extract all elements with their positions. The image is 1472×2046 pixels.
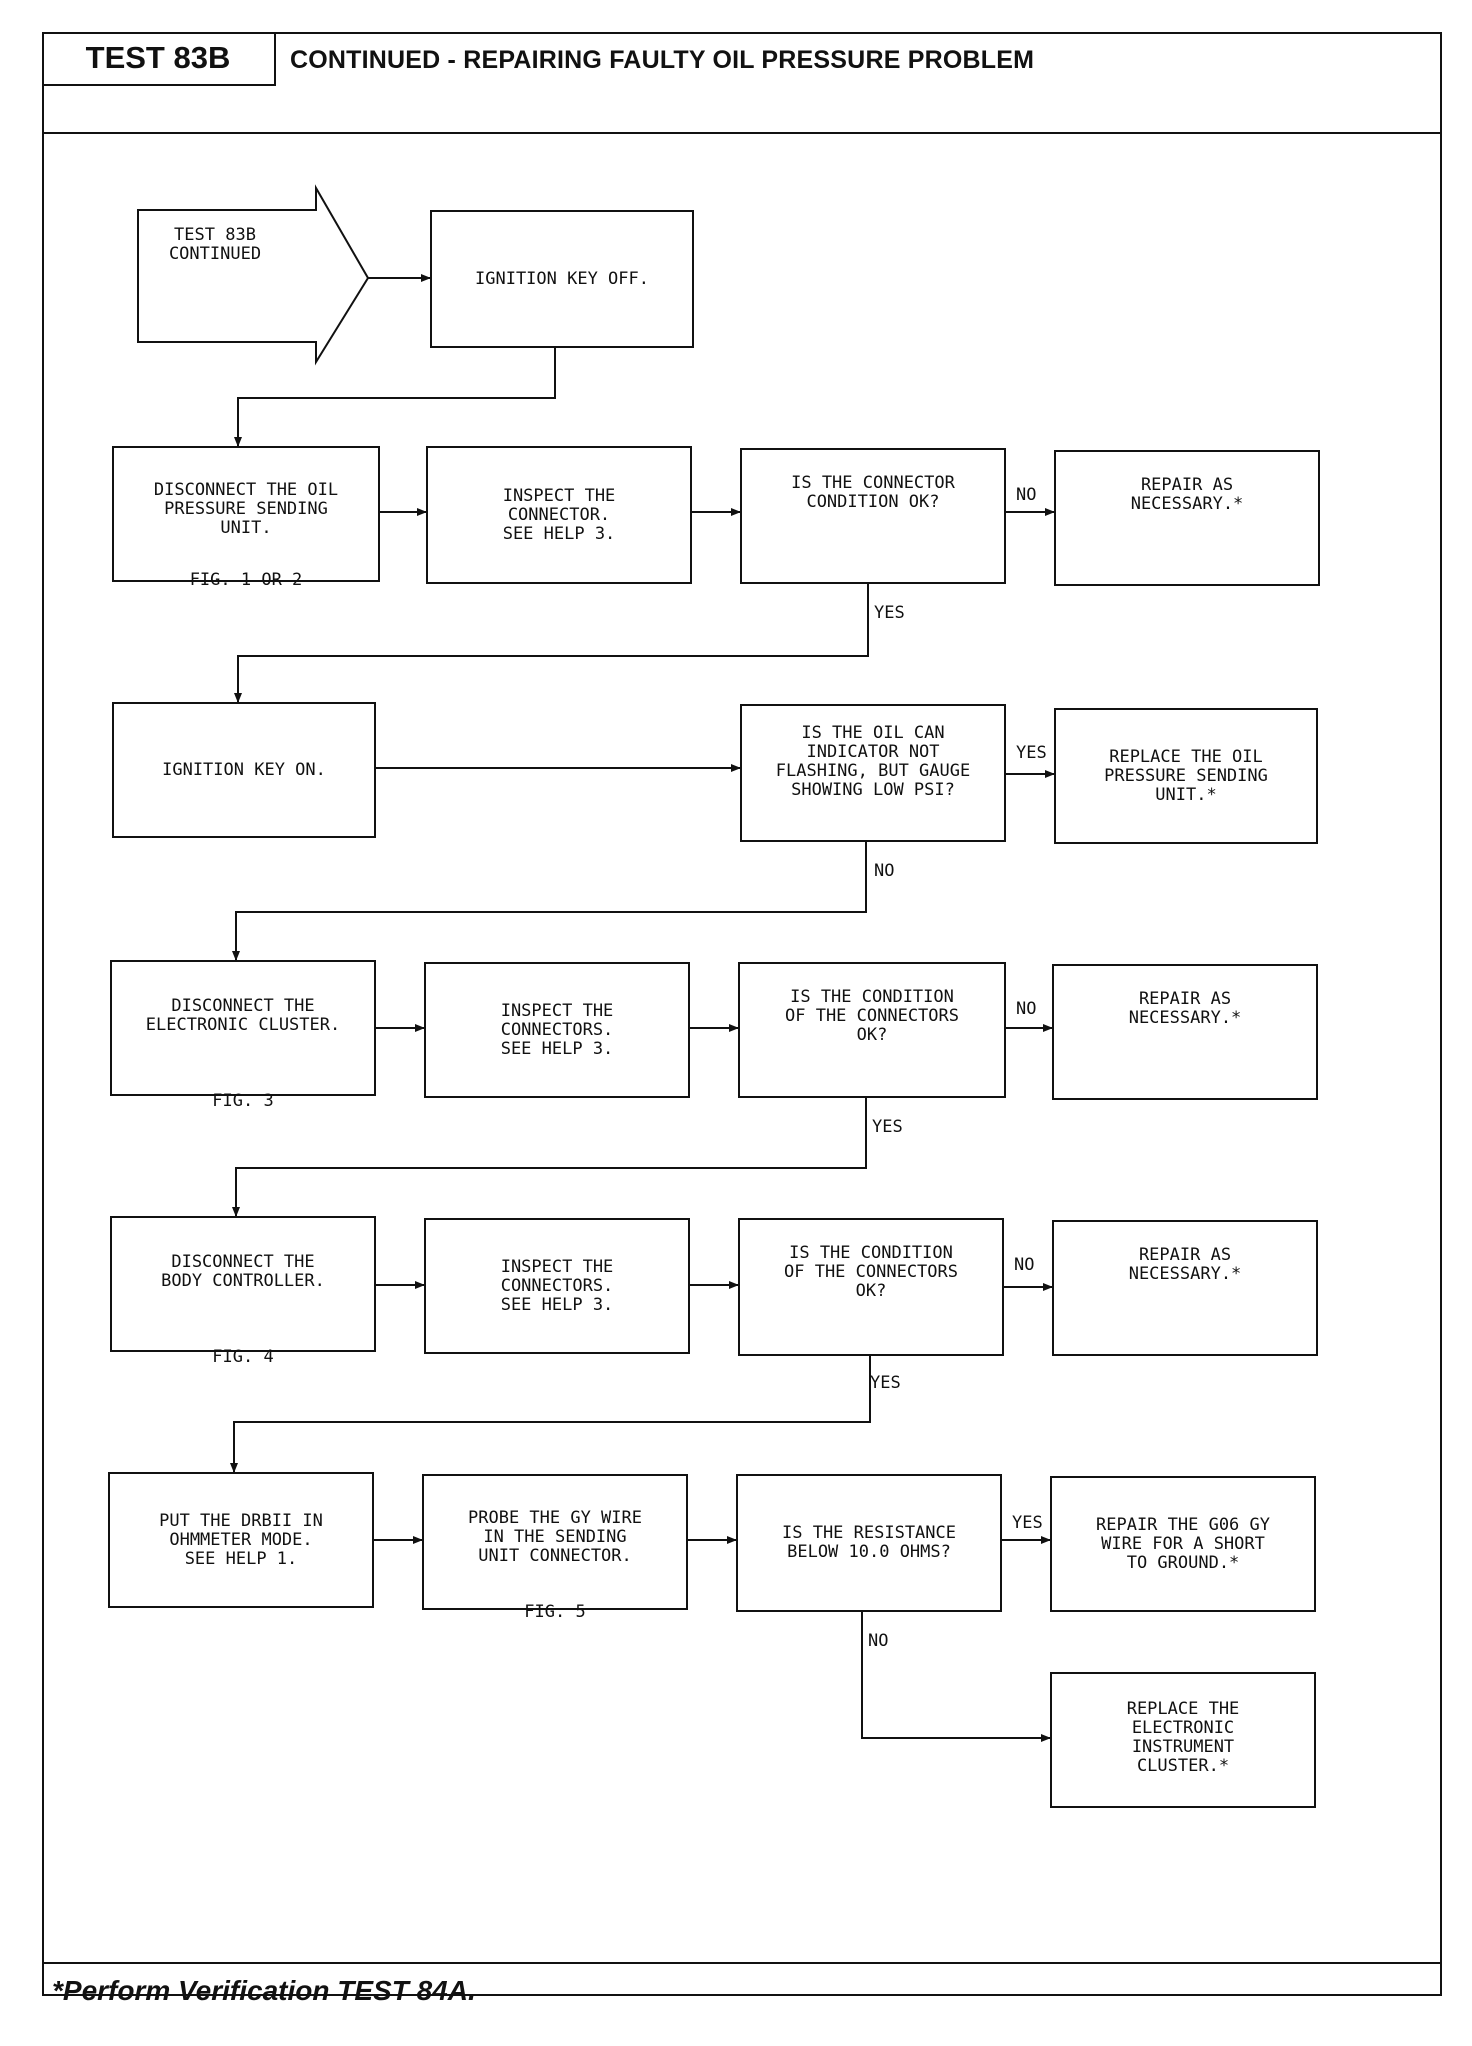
decision-connectors-ok: IS THE CONDITION OF THE CONNECTORS OK? xyxy=(738,962,1006,1098)
action-replace-instrument-cluster: REPLACE THE ELECTRONIC INSTRUMENT CLUSTE… xyxy=(1050,1672,1316,1808)
branch-no-label: NO xyxy=(874,861,895,881)
branch-yes-label: YES xyxy=(872,1117,903,1137)
test-number: TEST 83B xyxy=(42,32,276,86)
decision-resistance-below: IS THE RESISTANCE BELOW 10.0 OHMS? xyxy=(736,1474,1002,1612)
step-inspect-connector: INSPECT THE CONNECTOR. SEE HELP 3. xyxy=(426,446,692,584)
footer-note: *Perform Verification TEST 84A. xyxy=(52,1975,476,2006)
figure-ref: FIG. 5 xyxy=(524,1602,586,1622)
step-inspect-connectors: INSPECT THE CONNECTORS. SEE HELP 3. xyxy=(424,962,690,1098)
figure-ref: FIG. 3 xyxy=(212,1091,274,1111)
start-label: TEST 83B CONTINUED xyxy=(168,225,262,264)
step-ignition-on: IGNITION KEY ON. xyxy=(112,702,376,838)
branch-yes-label: YES xyxy=(874,603,905,623)
start-arrow-shape xyxy=(137,184,370,366)
header-divider xyxy=(42,132,1442,134)
action-repair-as-necessary: REPAIR AS NECESSARY.* xyxy=(1052,964,1318,1100)
page-frame xyxy=(42,32,1442,1996)
step-disconnect-sending-unit: DISCONNECT THE OIL PRESSURE SENDING UNIT… xyxy=(112,446,380,590)
figure-ref: FIG. 4 xyxy=(212,1347,274,1367)
step-text: DISCONNECT THE BODY CONTROLLER. xyxy=(161,1252,325,1291)
decision-connectors-ok: IS THE CONDITION OF THE CONNECTORS OK? xyxy=(738,1218,1004,1356)
branch-no-label: NO xyxy=(1016,999,1037,1019)
branch-yes-label: YES xyxy=(870,1373,901,1393)
branch-no-label: NO xyxy=(868,1631,889,1651)
action-repair-gy-wire-short: REPAIR THE G06 GY WIRE FOR A SHORT TO GR… xyxy=(1050,1476,1316,1612)
branch-no-label: NO xyxy=(1016,485,1037,505)
step-ignition-off: IGNITION KEY OFF. xyxy=(430,210,694,348)
step-text: DISCONNECT THE ELECTRONIC CLUSTER. xyxy=(145,996,341,1035)
footer-divider xyxy=(42,1962,1442,1964)
branch-no-label: NO xyxy=(1014,1255,1035,1275)
step-probe-gy-wire: PROBE THE GY WIRE IN THE SENDING UNIT CO… xyxy=(422,1474,688,1622)
step-disconnect-body-controller: DISCONNECT THE BODY CONTROLLER. FIG. 4 xyxy=(110,1216,376,1367)
step-text: DISCONNECT THE OIL PRESSURE SENDING UNIT… xyxy=(153,480,339,538)
action-replace-sending-unit: REPLACE THE OIL PRESSURE SENDING UNIT.* xyxy=(1054,708,1318,844)
page-title: CONTINUED - REPAIRING FAULTY OIL PRESSUR… xyxy=(290,46,1035,74)
figure-ref: FIG. 1 OR 2 xyxy=(189,570,303,590)
step-inspect-connectors: INSPECT THE CONNECTORS. SEE HELP 3. xyxy=(424,1218,690,1354)
action-repair-as-necessary: REPAIR AS NECESSARY.* xyxy=(1054,450,1320,586)
branch-yes-label: YES xyxy=(1012,1513,1043,1533)
step-disconnect-electronic-cluster: DISCONNECT THE ELECTRONIC CLUSTER. FIG. … xyxy=(110,960,376,1111)
action-repair-as-necessary: REPAIR AS NECESSARY.* xyxy=(1052,1220,1318,1356)
step-text: PROBE THE GY WIRE IN THE SENDING UNIT CO… xyxy=(468,1508,642,1566)
decision-connector-ok: IS THE CONNECTOR CONDITION OK? xyxy=(740,448,1006,584)
step-drbii-ohmmeter-mode: PUT THE DRBII IN OHMMETER MODE. SEE HELP… xyxy=(108,1472,374,1608)
decision-oil-can-indicator: IS THE OIL CAN INDICATOR NOT FLASHING, B… xyxy=(740,704,1006,842)
branch-yes-label: YES xyxy=(1016,743,1047,763)
